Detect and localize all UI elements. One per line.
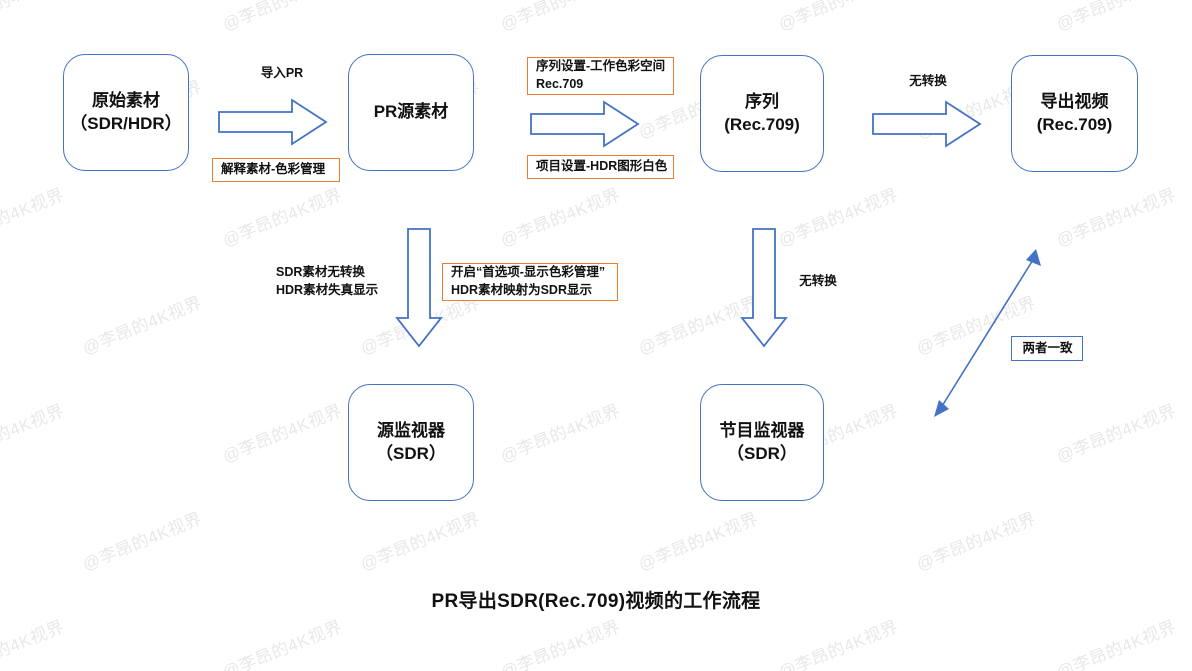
tag-project-settings[interactable]: 项目设置-HDR图形白色 (527, 155, 674, 179)
node-export-video-line1: 导出视频 (1040, 92, 1109, 112)
node-sequence-line2: (Rec.709) (724, 114, 800, 134)
tag-display-color-management-line2: HDR素材映射为SDR显示 (451, 283, 592, 297)
node-source-monitor-line1: 源监视器 (377, 421, 445, 441)
label-no-conversion-top: 无转换 (909, 74, 947, 88)
node-source-material[interactable]: 原始素材 （SDR/HDR） (63, 54, 189, 171)
tag-project-settings-line1: 项目设置-HDR图形白色 (536, 159, 668, 174)
node-pr-source-clip[interactable]: PR源素材 (348, 54, 474, 171)
tag-sequence-settings-line1: 序列设置-工作色彩空间 (536, 59, 666, 74)
tag-display-color-management-line1: 开启“首选项-显示色彩管理” (451, 265, 606, 280)
label-sdr-hdr-display-line1: SDR素材无转换 (276, 265, 365, 279)
tag-display-color-management[interactable]: 开启“首选项-显示色彩管理” HDR素材映射为SDR显示 (442, 263, 618, 301)
label-sdr-hdr-display: SDR素材无转换 HDR素材失真显示 (276, 263, 378, 299)
node-sequence[interactable]: 序列 (Rec.709) (700, 55, 824, 172)
tag-both-consistent[interactable]: 两者一致 (1011, 336, 1083, 361)
label-sdr-hdr-display-line2: HDR素材失真显示 (276, 283, 379, 298)
tag-sequence-settings[interactable]: 序列设置-工作色彩空间 Rec.709 (527, 57, 674, 95)
node-program-monitor[interactable]: 节目监视器 （SDR） (700, 384, 824, 501)
arrow-sequence-to-program-monitor (740, 228, 788, 348)
tag-interpret-footage[interactable]: 解释素材-色彩管理 (212, 158, 340, 182)
node-source-material-line1: 原始素材 (92, 91, 160, 111)
node-export-video[interactable]: 导出视频 (Rec.709) (1011, 55, 1138, 172)
arrow-sequence-to-export (872, 100, 982, 148)
diagram-title: PR导出SDR(Rec.709)视频的工作流程 (431, 591, 761, 612)
node-sequence-line1: 序列 (745, 92, 779, 112)
arrow-import-to-pr (218, 98, 328, 146)
node-program-monitor-line1: 节目监视器 (719, 421, 805, 441)
tag-sequence-settings-line2: Rec.709 (536, 77, 584, 91)
node-source-monitor-line2: （SDR） (376, 443, 446, 463)
tag-interpret-footage-line1: 解释素材-色彩管理 (221, 162, 326, 177)
arrow-pr-to-sequence (530, 100, 640, 148)
node-program-monitor-line2: （SDR） (727, 443, 797, 463)
label-import-to-pr: 导入PR (260, 66, 304, 80)
arrow-consistency-double (934, 249, 1041, 417)
arrow-pr-to-source-monitor (395, 228, 443, 348)
node-source-material-line2: （SDR/HDR） (70, 113, 182, 133)
node-export-video-line2: (Rec.709) (1036, 114, 1113, 134)
label-no-conversion-middle: 无转换 (799, 274, 837, 288)
tag-both-consistent-line1: 两者一致 (1022, 340, 1073, 355)
node-source-monitor[interactable]: 源监视器 （SDR） (348, 384, 474, 501)
node-pr-source-clip-line1: PR源素材 (373, 102, 449, 122)
